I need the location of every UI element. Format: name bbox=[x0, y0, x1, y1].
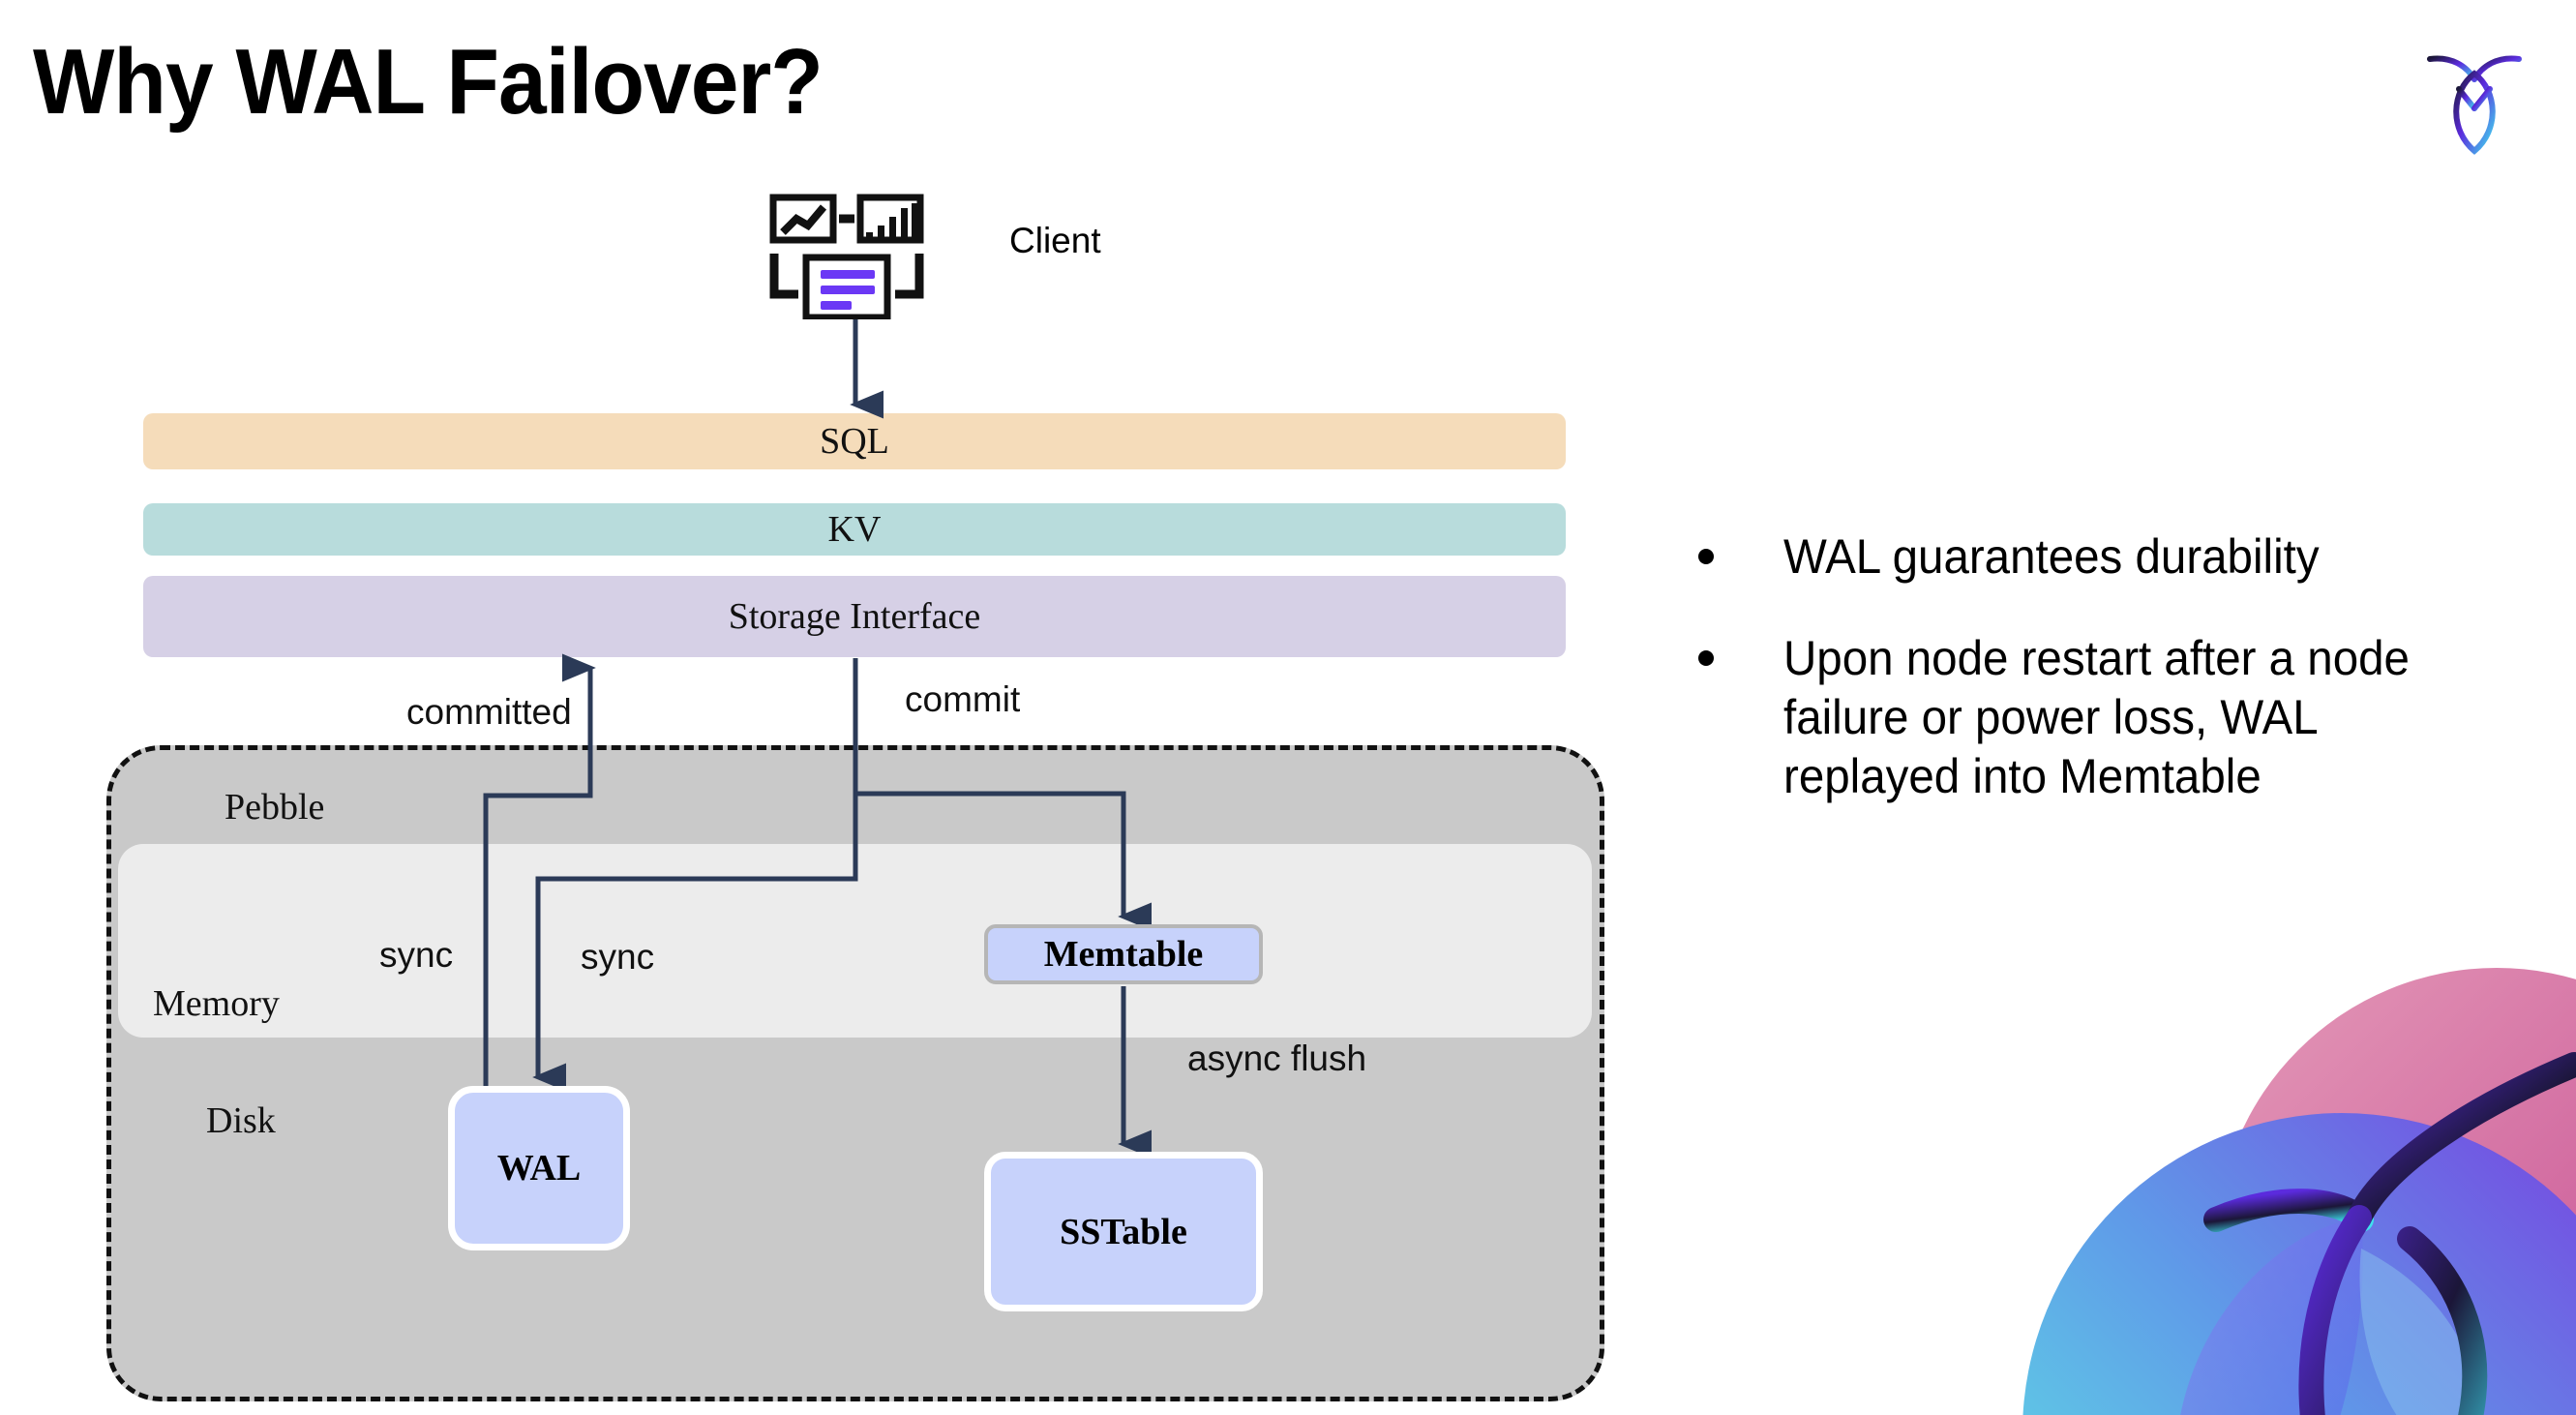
bullet-list: WAL guarantees durability Upon node rest… bbox=[1698, 527, 2521, 849]
node-memtable: Memtable bbox=[984, 924, 1263, 984]
memory-band bbox=[118, 844, 1592, 1038]
list-item: WAL guarantees durability bbox=[1698, 527, 2521, 587]
edge-label-sync-left: sync bbox=[379, 935, 454, 975]
layer-bar-kv: KV bbox=[143, 503, 1566, 556]
layer-bar-storage-interface-label: Storage Interface bbox=[728, 596, 981, 637]
edge-label-committed: committed bbox=[406, 692, 572, 732]
bullet-text: Upon node restart after a node failure o… bbox=[1783, 631, 2410, 803]
layer-bar-sql-label: SQL bbox=[820, 421, 889, 462]
disk-label: Disk bbox=[206, 1100, 276, 1141]
pebble-label: Pebble bbox=[225, 787, 325, 828]
layer-bar-storage-interface: Storage Interface bbox=[143, 576, 1566, 657]
node-sstable-label: SSTable bbox=[1060, 1211, 1187, 1252]
list-item: Upon node restart after a node failure o… bbox=[1698, 629, 2521, 806]
layer-bar-kv-label: KV bbox=[827, 509, 882, 550]
memory-label: Memory bbox=[153, 983, 280, 1024]
edge-label-async-flush: async flush bbox=[1187, 1039, 1367, 1078]
edge-label-sync-right: sync bbox=[581, 937, 655, 977]
corner-gradient-decoration bbox=[1955, 929, 2576, 1415]
bullet-dot-icon bbox=[1698, 549, 1714, 564]
bullet-text: WAL guarantees durability bbox=[1783, 529, 2320, 584]
client-dashboard-icon bbox=[769, 194, 924, 321]
cockroachdb-logo-icon bbox=[2407, 29, 2542, 165]
client-label: Client bbox=[1009, 221, 1101, 260]
node-wal: WAL bbox=[448, 1086, 630, 1250]
layer-bar-sql: SQL bbox=[143, 413, 1566, 469]
bullet-dot-icon bbox=[1698, 650, 1714, 666]
edge-label-commit: commit bbox=[905, 679, 1021, 719]
node-wal-label: WAL bbox=[496, 1148, 582, 1189]
node-memtable-label: Memtable bbox=[1043, 934, 1204, 975]
page-title: Why WAL Failover? bbox=[33, 30, 824, 134]
node-sstable: SSTable bbox=[984, 1152, 1263, 1311]
